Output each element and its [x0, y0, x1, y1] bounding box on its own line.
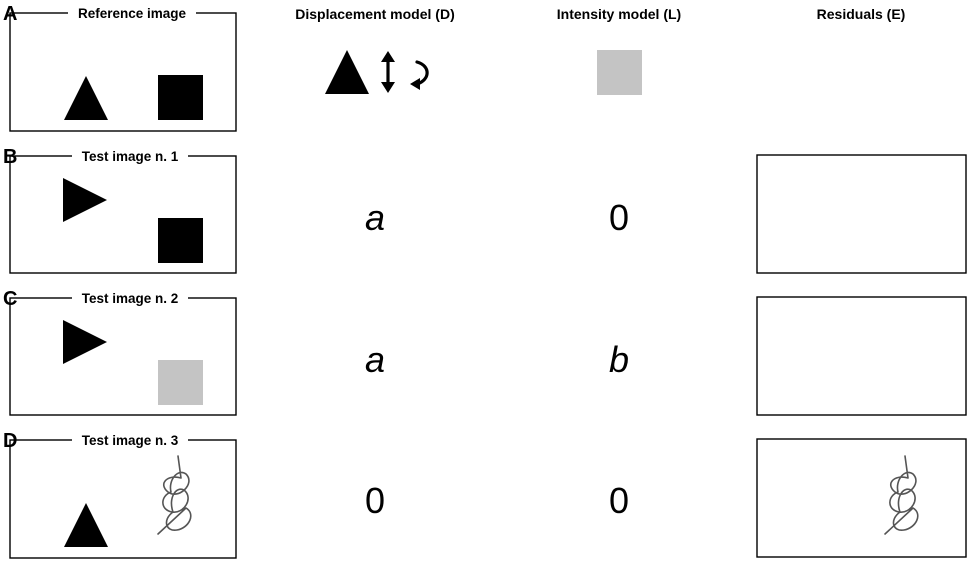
- gray-square-shape: [158, 360, 203, 405]
- scribble-shape: [157, 455, 192, 535]
- rotated-triangle-shape: [63, 178, 107, 222]
- displacement-value-c: a: [365, 339, 385, 380]
- triangle-shape: [64, 503, 108, 547]
- row-d: D Test image n. 3 0 0: [3, 430, 967, 559]
- panel-title-background: [72, 289, 188, 307]
- residuals-panel-b: [756, 154, 967, 274]
- curved-arrow-icon: [410, 60, 429, 90]
- square-shape: [158, 218, 203, 263]
- square-shape: [158, 75, 203, 120]
- residuals-panel-c: [756, 296, 967, 416]
- panel-title-background: [72, 147, 188, 165]
- intensity-value-c: b: [609, 339, 629, 380]
- intensity-gray-square-icon: [597, 50, 642, 95]
- displacement-model-symbols: [325, 50, 429, 94]
- panel-title-b: Test image n. 1: [82, 149, 179, 164]
- row-b: B Test image n. 1 a 0: [3, 146, 967, 274]
- panel-title-d: Test image n. 3: [82, 433, 179, 448]
- panel-title-background: [72, 431, 188, 449]
- triangle-icon: [325, 50, 369, 94]
- column-header-intensity: Intensity model (L): [557, 6, 681, 22]
- panel-title-a: Reference image: [78, 6, 187, 21]
- residual-scribble-shape: [884, 455, 919, 535]
- up-down-arrow-icon: [381, 51, 395, 93]
- rotated-triangle-shape: [63, 320, 107, 364]
- intensity-value-b: 0: [609, 197, 629, 238]
- panel-title-background: [68, 4, 196, 22]
- intensity-value-d: 0: [609, 480, 629, 521]
- displacement-value-d: 0: [365, 480, 385, 521]
- residuals-panel-d: [756, 438, 967, 558]
- column-header-residuals: Residuals (E): [817, 6, 906, 22]
- row-c: C Test image n. 2 a b: [3, 288, 967, 416]
- column-header-displacement: Displacement model (D): [295, 6, 454, 22]
- row-a: A Reference image: [3, 3, 642, 132]
- test-image-3-panel: [9, 439, 237, 559]
- displacement-value-b: a: [365, 197, 385, 238]
- triangle-shape: [64, 76, 108, 120]
- panel-title-c: Test image n. 2: [82, 291, 179, 306]
